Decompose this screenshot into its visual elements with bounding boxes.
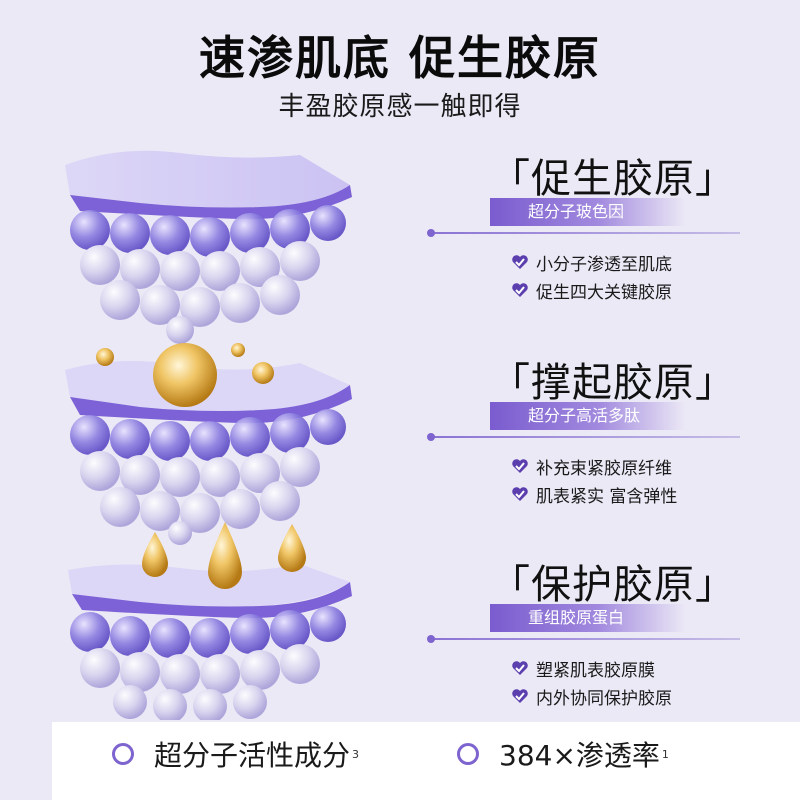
divider-line (430, 232, 740, 234)
skin-layers-illustration (65, 150, 352, 344)
divider-line (430, 638, 740, 640)
heart-check-icon (512, 487, 528, 501)
list-item: 补充束紧胶原纤维 (510, 452, 677, 480)
list-item: 小分子渗透至肌底 (510, 248, 672, 276)
divider-line (430, 436, 740, 438)
list-item: 塑紧肌表胶原膜 (510, 654, 672, 682)
divider-dot (427, 229, 435, 237)
bullet-text: 补充束紧胶原纤维 (536, 458, 672, 479)
bullet-text: 塑紧肌表胶原膜 (536, 660, 655, 681)
footnote-mark: 3 (352, 747, 360, 761)
feature-tag: 超分子玻色因 (490, 198, 686, 226)
skin-layers-golden-droplets-illustration (68, 522, 352, 720)
highlight-text: 超分子活性成分 (154, 739, 351, 772)
divider-dot (427, 635, 435, 643)
list-item: 促生四大关键胶原 (510, 276, 672, 304)
list-item: 肌表紧实 富含弹性 (510, 480, 677, 508)
heart-check-icon (512, 283, 528, 297)
bullet-text: 肌表紧实 富含弹性 (536, 486, 678, 507)
circle-icon (112, 743, 134, 765)
bullet-text: 小分子渗透至肌底 (536, 254, 672, 275)
feature-title: 「撑起胶原」 (490, 360, 736, 406)
feature-tag: 超分子高活多肽 (490, 402, 686, 430)
feature-tag: 重组胶原蛋白 (490, 604, 686, 632)
list-item: 内外协同保护胶原 (510, 682, 672, 710)
divider-dot (427, 433, 435, 441)
feature-title: 「保护胶原」 (490, 562, 736, 608)
highlight-text: 384×渗透率 (499, 739, 660, 772)
page-subtitle: 丰盈胶原感一触即得 (278, 92, 522, 122)
feature-title: 「促生胶原」 (490, 156, 736, 202)
bullet-text: 促生四大关键胶原 (536, 282, 672, 303)
heart-check-icon (512, 459, 528, 473)
heart-check-icon (512, 661, 528, 675)
footnote-mark: 1 (661, 747, 669, 761)
heart-check-icon (512, 689, 528, 703)
page-title: 速渗肌底 促生胶原 (198, 31, 601, 85)
circle-icon (457, 743, 479, 765)
heart-check-icon (512, 255, 528, 269)
bullet-text: 内外协同保护胶原 (536, 688, 672, 709)
skin-layers-golden-spheres-illustration (65, 343, 352, 545)
